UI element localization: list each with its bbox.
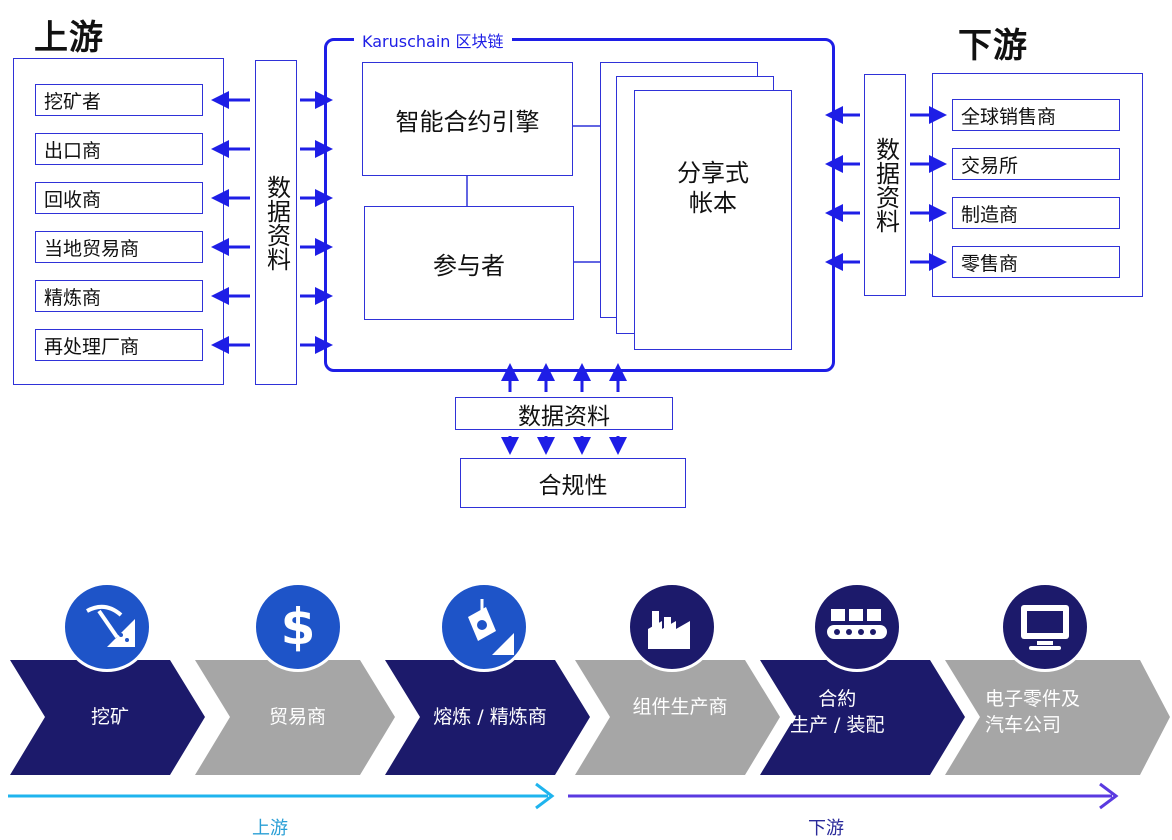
chevron-electronics [945,660,1170,775]
monitor-icon [1000,582,1090,672]
supply-chain-flow [8,660,1170,810]
chevron-trader [195,660,395,775]
downstream-flow-arrow [568,782,1119,810]
downstream-item-retailer: 零售商 [952,246,1120,278]
flow-stage-label-component: 组件生产商 [632,696,728,718]
chevron-assembly [760,660,965,775]
downstream-arrows [825,106,947,271]
upstream-item-miner: 挖矿者 [35,84,203,116]
diagram-connectors [211,91,947,455]
participants: 参与者 [364,206,574,320]
upstream-data-column: 数据资料 [255,60,297,385]
downstream-item-manufacturer: 制造商 [952,197,1120,229]
inner-connectors [466,125,600,263]
vertical-arrows [501,363,627,455]
downstream-item-global-seller: 全球销售商 [952,99,1120,131]
pickaxe-ore-icon [62,582,152,672]
upstream-title: 上游 [34,18,104,58]
upstream-item-refiner: 精炼商 [35,280,203,312]
upstream-arrows [211,91,333,354]
compliance-box: 合规性 [460,458,686,508]
shared-ledger-label: 分享式 帐本 [677,159,749,217]
upstream-item-local-trader: 当地贸易商 [35,231,203,263]
smart-contract-engine: 智能合约引擎 [362,62,573,176]
downstream-data-column: 数据资料 [864,74,906,296]
upstream-flow-label: 上游 [252,818,288,839]
chevron-mining [10,660,205,775]
flow-stage-label-assembly: 合約 生产 / 装配 [790,688,885,736]
flow-stage-label-smelter: 熔炼 / 精炼商 [433,706,547,728]
chevron-smelter [385,660,590,775]
ledger-page-1 [634,90,792,350]
upstream-item-exporter: 出口商 [35,133,203,165]
crucible-icon [439,582,529,672]
factory-icon [627,582,717,672]
upstream-flow-arrow [8,782,555,810]
flow-stage-label-trader: 贸易商 [268,706,326,728]
blockchain-title: Karuschain 区块链 [354,28,512,52]
downstream-item-exchange: 交易所 [952,148,1120,180]
downstream-flow-label: 下游 [808,818,844,839]
upstream-item-recycler: 回收商 [35,182,203,214]
flow-stage-label-electronics: 电子零件及 汽车公司 [985,688,1081,736]
downstream-title: 下游 [958,26,1028,66]
upstream-data-label: 数据资料 [262,174,291,271]
flow-stage-label-mining: 挖矿 [90,706,129,728]
conveyor-icon [812,582,902,672]
upstream-item-reprocessor: 再处理厂商 [35,329,203,361]
dollar-icon: $ [253,582,343,672]
downstream-data-label: 数据资料 [871,137,900,233]
chevron-component [575,660,780,775]
bottom-data-box: 数据资料 [455,397,673,430]
